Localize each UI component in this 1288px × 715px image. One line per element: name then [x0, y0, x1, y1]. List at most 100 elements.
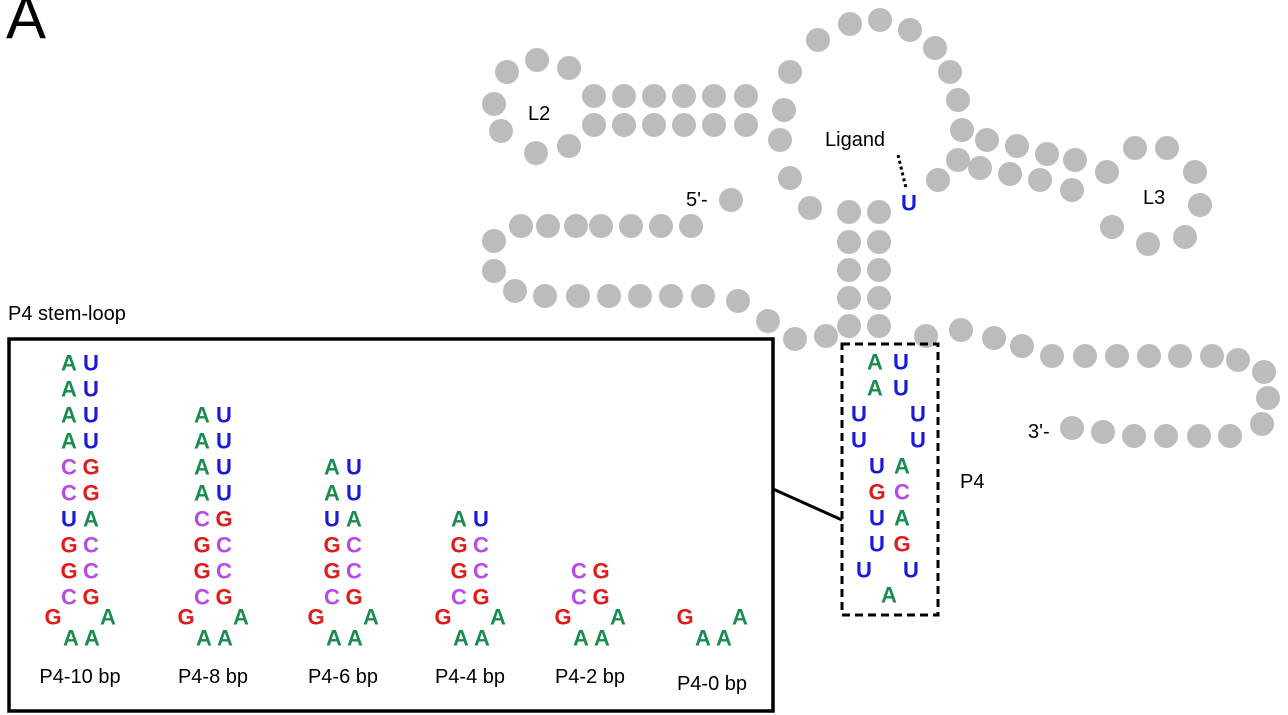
- nucleotide-u: U: [893, 376, 909, 401]
- backbone-bead: [778, 60, 802, 84]
- backbone-bead: [1105, 344, 1129, 368]
- variant-label: P4-4 bp: [435, 666, 505, 688]
- nucleotide-a: A: [100, 605, 116, 630]
- backbone-bead: [503, 279, 527, 303]
- backbone-bead: [612, 84, 636, 108]
- nucleotide-a: A: [363, 605, 379, 630]
- backbone-bead: [756, 309, 780, 333]
- backbone-bead: [642, 113, 666, 137]
- nucleotide-u: U: [910, 428, 926, 453]
- backbone-bead: [1010, 334, 1034, 358]
- backbone-bead: [1154, 424, 1178, 448]
- nucleotide-u: U: [893, 350, 909, 375]
- backbone-bead: [1123, 136, 1147, 160]
- backbone-bead: [1168, 344, 1192, 368]
- nucleotide-c: C: [571, 585, 587, 610]
- nucleotide-u: U: [216, 455, 232, 480]
- nucleotide-g: G: [554, 605, 571, 630]
- inset-connector-line: [772, 487, 843, 522]
- nucleotide-a: A: [474, 626, 490, 651]
- nucleotide-a: A: [324, 455, 340, 480]
- nucleotide-g: G: [60, 559, 77, 584]
- backbone-bead: [628, 284, 652, 308]
- nucleotide-g: G: [82, 481, 99, 506]
- nucleotide-u: U: [83, 403, 99, 428]
- backbone-bead: [672, 113, 696, 137]
- nucleotide-c: C: [473, 559, 489, 584]
- backbone-bead: [536, 214, 560, 238]
- inset-title: P4 stem-loop: [8, 303, 126, 325]
- variant-label: P4-10 bp: [39, 666, 120, 688]
- nucleotide-a: A: [196, 626, 212, 651]
- nucleotide-c: C: [61, 585, 77, 610]
- backbone-bead: [679, 214, 703, 238]
- backbone-bead: [525, 48, 549, 72]
- variant-label: P4-6 bp: [308, 666, 378, 688]
- backbone-bead: [482, 229, 506, 253]
- backbone-bead: [975, 128, 999, 152]
- nucleotide-u: U: [83, 351, 99, 376]
- nucleotide-a: A: [61, 377, 77, 402]
- backbone-bead: [659, 284, 683, 308]
- backbone-bead: [806, 28, 830, 52]
- nucleotide-u: U: [83, 429, 99, 454]
- nucleotide-g: G: [307, 605, 324, 630]
- nucleotide-a: A: [347, 626, 363, 651]
- nucleotide-g: G: [177, 605, 194, 630]
- backbone-bead: [649, 214, 673, 238]
- rna-backbone-beads: [482, 8, 1280, 448]
- backbone-bead: [691, 284, 715, 308]
- nucleotide-g: G: [434, 605, 451, 630]
- nucleotide-a: A: [894, 506, 910, 531]
- backbone-bead: [783, 327, 807, 351]
- nucleotide-a: A: [194, 429, 210, 454]
- nucleotide-g: G: [193, 533, 210, 558]
- backbone-bead: [949, 318, 973, 342]
- backbone-bead: [778, 166, 802, 190]
- backbone-bead: [582, 84, 606, 108]
- nucleotide-a: A: [610, 605, 626, 630]
- nucleotide-c: C: [894, 480, 910, 505]
- nucleotide-u: U: [346, 481, 362, 506]
- backbone-bead: [1226, 348, 1250, 372]
- backbone-bead: [1200, 344, 1224, 368]
- nucleotide-u: U: [869, 454, 885, 479]
- backbone-bead: [837, 258, 861, 282]
- nucleotide-a: A: [490, 605, 506, 630]
- backbone-bead: [838, 12, 862, 36]
- backbone-bead: [968, 156, 992, 180]
- backbone-bead: [566, 284, 590, 308]
- backbone-bead: [1028, 168, 1052, 192]
- backbone-bead: [589, 214, 613, 238]
- backbone-bead: [1250, 412, 1274, 436]
- nucleotide-g: G: [193, 559, 210, 584]
- p4-highlight-box: [840, 342, 940, 617]
- backbone-bead: [950, 118, 974, 142]
- backbone-bead: [1073, 344, 1097, 368]
- backbone-bead: [768, 128, 792, 152]
- three-prime-label: 3'-: [1028, 421, 1050, 443]
- nucleotide-a: A: [573, 626, 589, 651]
- backbone-bead: [489, 119, 513, 143]
- backbone-bead: [612, 113, 636, 137]
- backbone-bead: [597, 284, 621, 308]
- nucleotide-c: C: [571, 559, 587, 584]
- backbone-bead: [798, 196, 822, 220]
- variant-label: P4-0 bp: [677, 673, 747, 695]
- nucleotide-u: U: [869, 532, 885, 557]
- nucleotide-u: U: [869, 506, 885, 531]
- nucleotide-a: A: [194, 455, 210, 480]
- nucleotide-g: G: [215, 507, 232, 532]
- backbone-bead: [734, 113, 758, 137]
- nucleotide-a: A: [695, 626, 711, 651]
- nucleotide-a: A: [867, 350, 883, 375]
- backbone-bead: [524, 141, 548, 165]
- backbone-bead: [1136, 232, 1160, 256]
- backbone-bead: [868, 8, 892, 32]
- backbone-bead: [719, 188, 743, 212]
- nucleotide-a: A: [594, 626, 610, 651]
- nucleotide-g: G: [592, 585, 609, 610]
- inset-frame: [7, 337, 775, 713]
- backbone-bead: [867, 286, 891, 310]
